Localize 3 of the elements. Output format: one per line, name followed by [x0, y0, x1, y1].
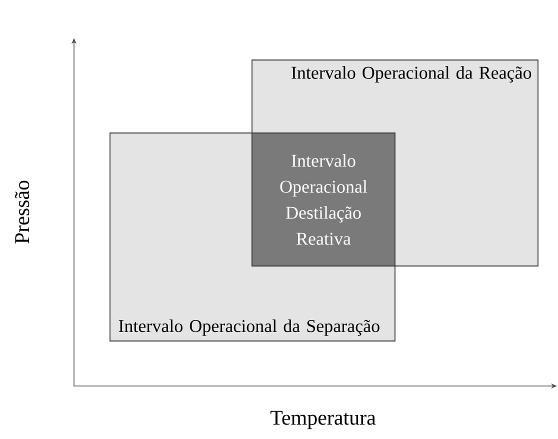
axis-label: Pressão	[14, 180, 30, 244]
operating-range-box: Intervalo Operacional Destilação Reativa	[252, 132, 396, 266]
axis-label: Temperatura	[270, 410, 376, 430]
